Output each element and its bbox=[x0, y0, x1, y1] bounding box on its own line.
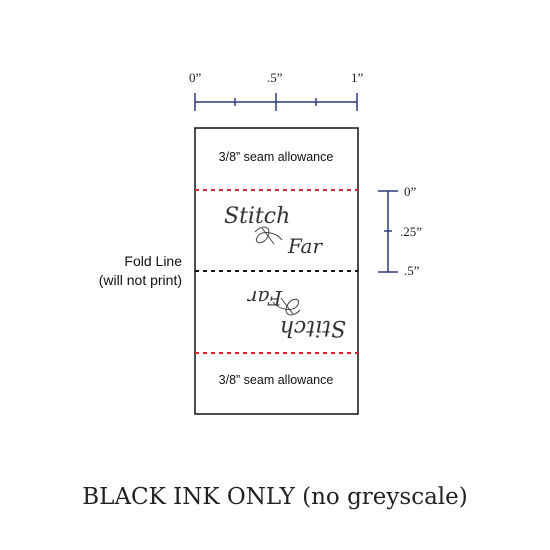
logo-word-stitch-inverted: Stitch bbox=[279, 315, 346, 340]
logo-flourish-inverted bbox=[272, 297, 301, 316]
logo-word-far-inverted: Far bbox=[247, 286, 282, 310]
logo-word-far: Far bbox=[288, 234, 323, 258]
logo-flourish-upright bbox=[254, 226, 283, 245]
side-ruler-label-0: 0” bbox=[404, 184, 417, 199]
footer-ink-note: BLACK INK ONLY (no greyscale) bbox=[82, 484, 468, 510]
fold-line-note-title: Fold Line bbox=[124, 253, 182, 269]
seam-allowance-top-text: 3/8” seam allowance bbox=[218, 150, 334, 164]
logo-inverted: Stitch Far bbox=[220, 278, 350, 344]
top-ruler-label-half: .5” bbox=[267, 70, 283, 85]
logo-word-stitch: Stitch bbox=[224, 204, 291, 229]
fold-line-note-subtitle: (will not print) bbox=[98, 272, 182, 288]
top-ruler-label-0: 0” bbox=[189, 70, 202, 85]
fold-line-note: Fold Line (will not print) bbox=[99, 252, 182, 290]
top-ruler-label-1: 1” bbox=[351, 70, 364, 85]
side-ruler-label-quarter: .25” bbox=[400, 224, 423, 239]
side-ruler-label-half: .5” bbox=[404, 263, 420, 278]
seam-allowance-bottom-text: 3/8” seam allowance bbox=[218, 373, 334, 387]
logo-upright: Stitch Far bbox=[220, 200, 350, 266]
